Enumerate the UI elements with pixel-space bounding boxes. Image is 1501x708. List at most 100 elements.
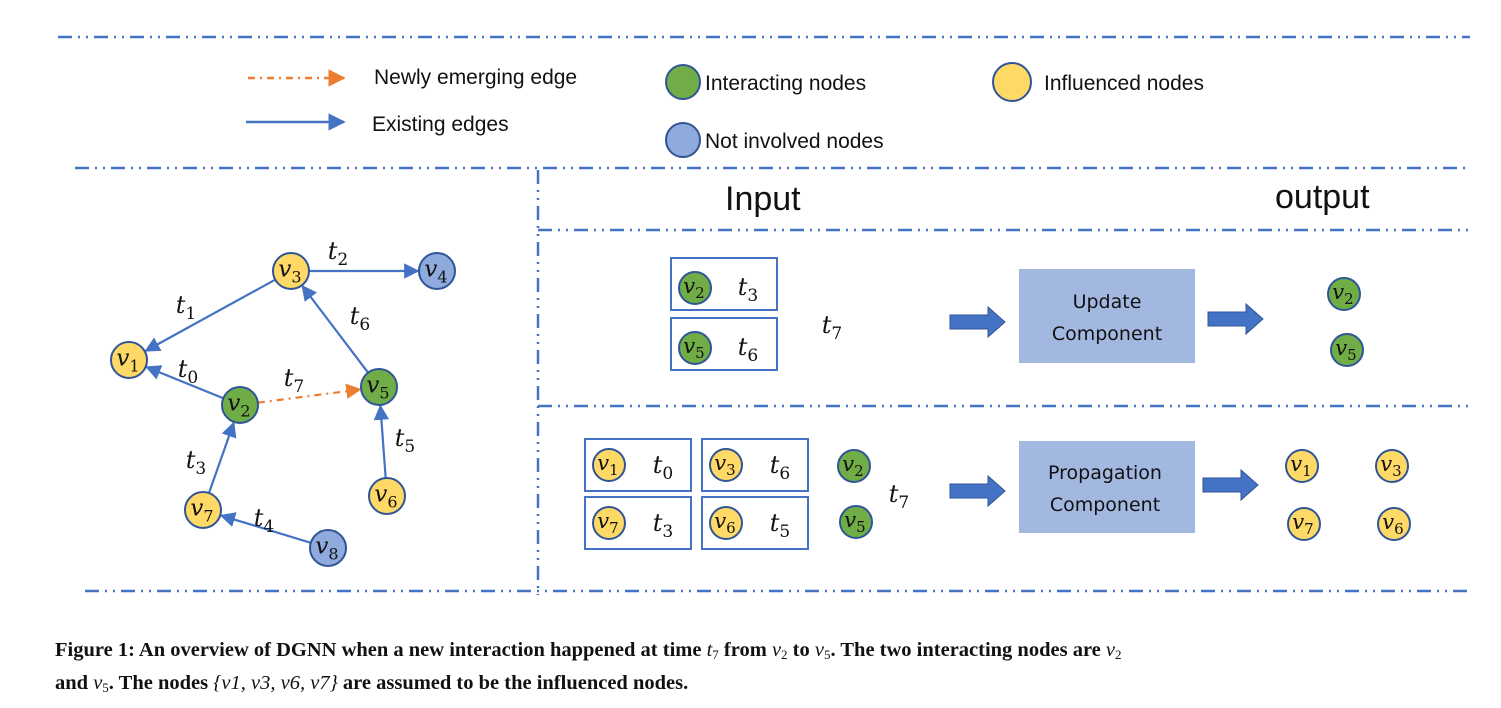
legend-existing-edge-label: Existing edges [372,113,509,136]
node-circle [1375,449,1409,483]
node-label: v7 [597,509,618,537]
node-circle [1327,277,1361,311]
node-circle [110,341,148,379]
update-input-pair: v5 t6 [670,317,778,371]
edge-v7-v2 [207,421,237,494]
node-v2: v2 [221,386,259,424]
node-circle [368,477,406,515]
node-circle [839,505,873,539]
pair-time: t6 [738,333,758,366]
node-circle [592,448,626,482]
edge-v5-v3 [301,284,369,374]
legend-not-involved-label: Not involved nodes [705,130,884,153]
update-output-node: v5 [1330,333,1364,367]
node-label: v2 [683,274,704,302]
output-title: output [1275,178,1370,216]
update-in-arrow-icon [949,305,1006,339]
node-circle [360,368,398,406]
edge-v8-v7 [219,512,312,544]
edge-label-t2: t2 [328,237,348,270]
update-output-node: v2 [1327,277,1361,311]
pair-node: v5 [678,331,712,365]
propagation-component-line1: Propagation [1048,462,1162,484]
caption-line-2: and v5. The nodes {v1, v3, v6, v7} are a… [55,672,689,695]
node-circle [1285,449,1319,483]
node-circle [837,449,871,483]
node-label: v2 [227,390,250,420]
legend-not-involved-icon [665,122,701,158]
node-circle [221,386,259,424]
propagation-time-label: t7 [889,480,909,513]
propagation-output-node: v6 [1377,507,1411,541]
edge-v3-v1 [144,278,276,352]
edge-label-t0: t0 [178,355,198,388]
propagation-output-node: v3 [1375,449,1409,483]
node-label: v5 [366,372,389,402]
node-circle [678,331,712,365]
node-circle [678,271,712,305]
propagation-output-node: v7 [1287,507,1321,541]
input-title: Input [725,180,801,218]
node-v6: v6 [368,477,406,515]
node-label: v7 [1292,510,1313,538]
update-out-arrow-icon [1207,302,1264,336]
pair-node: v7 [592,506,626,540]
propagation-component-line2: Component [1050,494,1160,516]
edge-label-t4: t4 [254,504,274,537]
pair-time: t0 [653,451,673,484]
node-v8: v8 [309,529,347,567]
edge-label-t6: t6 [350,302,370,335]
node-label: v4 [424,256,447,286]
node-v3: v3 [272,252,310,290]
node-label: v6 [1382,510,1403,538]
caption-line-1: Figure 1: An overview of DGNN when a new… [55,639,1122,662]
node-label: v5 [1335,336,1356,364]
node-label: v2 [842,452,863,480]
edge-v6-v5 [373,404,390,479]
node-label: v1 [116,345,139,375]
propagation-current-time: t7 [889,480,909,513]
pair-time: t6 [770,451,790,484]
node-circle [709,448,743,482]
legend-interacting-label: Interacting nodes [705,72,866,95]
node-v4: v4 [418,252,456,290]
edge-label-t7: t7 [284,364,304,397]
propagation-input-pair: v3 t6 [701,438,809,492]
node-circle [418,252,456,290]
edge-label-t5: t5 [395,424,415,457]
node-label: v6 [714,509,735,537]
propagation-interacting-node: v5 [839,505,873,539]
propagation-out-arrow-icon [1202,468,1259,502]
propagation-component-box [1019,441,1195,533]
dividers [58,35,1470,595]
node-circle [1330,333,1364,367]
update-component-line1: Update [1073,291,1142,313]
node-circle [709,506,743,540]
propagation-interacting-node: v2 [837,449,871,483]
update-current-time: t7 [822,311,842,344]
update-outputs: v2 v5 [1327,277,1364,367]
node-label: v5 [844,508,865,536]
pair-node: v3 [709,448,743,482]
legend-influenced-label: Influenced nodes [1044,72,1204,95]
node-circle [184,491,222,529]
pair-node: v2 [678,271,712,305]
propagation-interacting-nodes: v2 v5 [837,449,873,539]
edge-v2-v1 [145,365,224,400]
legend-influenced-icon [992,62,1032,102]
node-label: v8 [315,533,338,563]
node-circle [1377,507,1411,541]
update-time-label: t7 [822,311,842,344]
node-circle [592,506,626,540]
pair-time: t3 [738,273,758,306]
legend-new-edge-label: Newly emerging edge [374,66,577,89]
node-label: v7 [190,495,213,525]
node-label: v3 [714,451,735,479]
